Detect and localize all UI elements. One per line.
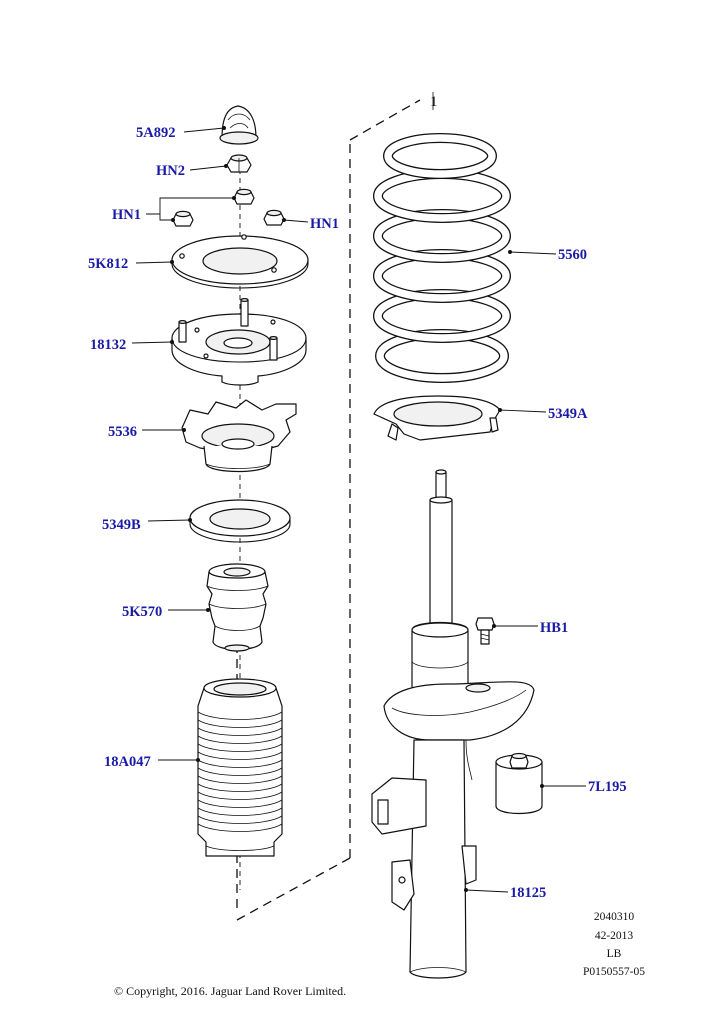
label-5349A[interactable]: 5349A (548, 406, 588, 422)
footer-code-4: P0150557-05 (583, 966, 645, 978)
coil-spring (373, 133, 511, 383)
part-labels: 5A892 HN2 HN1 HN1 5K812 18132 5536 5349B… (88, 125, 627, 901)
label-5560[interactable]: 5560 (558, 247, 587, 263)
label-18132[interactable]: 18132 (90, 337, 126, 353)
bump-stop (206, 563, 269, 652)
top-mount-cap (219, 105, 259, 145)
label-7L195[interactable]: 7L195 (588, 779, 627, 795)
label-5349B[interactable]: 5349B (102, 517, 141, 533)
label-18125[interactable]: 18125 (510, 885, 546, 901)
strut (371, 469, 535, 979)
upper-spring-seat (181, 399, 297, 473)
label-HN1-left[interactable]: HN1 (112, 207, 141, 223)
label-HN1-right[interactable]: HN1 (310, 216, 339, 232)
upper-nut (226, 154, 252, 173)
bearing (189, 499, 291, 543)
boot-ribs (197, 711, 283, 832)
label-5K570[interactable]: 5K570 (122, 604, 162, 620)
mount-nut-top (233, 188, 255, 205)
leader-lines (131, 127, 586, 893)
footer-code-1: 2040310 (594, 911, 635, 923)
label-5A892[interactable]: 5A892 (136, 125, 175, 141)
label-HB1[interactable]: HB1 (540, 620, 568, 636)
mount-nut-right (263, 209, 285, 226)
label-5536[interactable]: 5536 (108, 424, 137, 440)
group-number: 1 (430, 94, 438, 110)
footer-code-2: 42-2013 (595, 930, 634, 942)
dust-boot (197, 678, 283, 857)
label-HN2[interactable]: HN2 (156, 163, 185, 179)
footer-codes: 2040310 42-2013 LB P0150557-05 (583, 911, 645, 978)
mount-nut-left (172, 210, 194, 227)
lower-insulator (373, 395, 501, 441)
bushing (495, 752, 543, 815)
footer-code-3: LB (607, 948, 622, 960)
label-5K812[interactable]: 5K812 (88, 256, 128, 272)
copyright-notice: © Copyright, 2016. Jaguar Land Rover Lim… (114, 984, 346, 998)
bolt (475, 617, 495, 645)
mount-plate (171, 234, 309, 289)
leader-dots (170, 126, 544, 892)
label-18A047[interactable]: 18A047 (104, 754, 151, 770)
top-mount (171, 298, 307, 386)
